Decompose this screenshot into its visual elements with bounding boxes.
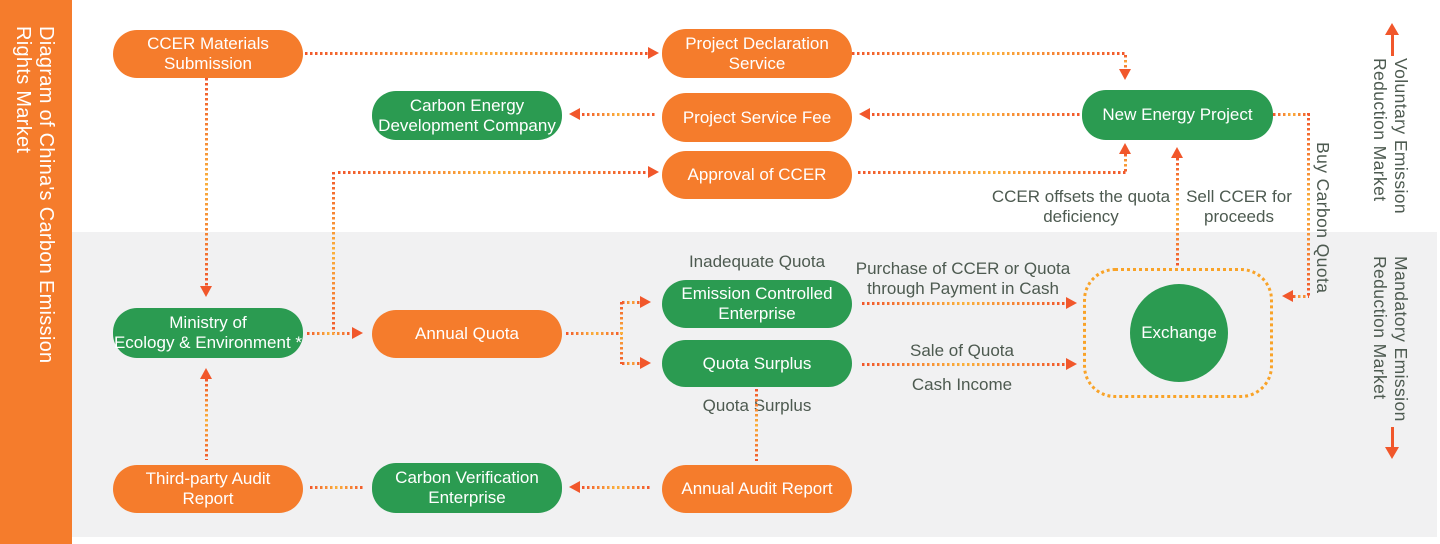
connector-exchange-to-new-energy (1176, 158, 1179, 266)
node-carbon-energy-development-company: Carbon Energy Development Company (372, 91, 562, 140)
arrowhead-buy-into-exchange-icon (1282, 290, 1293, 302)
arrowhead-purchase-into-exchange-icon (1066, 297, 1077, 309)
connector-approval-rise (1124, 154, 1127, 172)
node-project-declaration-service: Project Declaration Service (662, 29, 852, 78)
connector-approval-to-new-energy (858, 171, 1126, 174)
arrowhead-into-carbon-energy-icon (569, 108, 580, 120)
arrowhead-sale-into-exchange-icon (1066, 358, 1077, 370)
node-approval-of-ccer: Approval of CCER (662, 151, 852, 199)
node-annual-quota: Annual Quota (372, 310, 562, 358)
connector-ministry-to-approval (338, 171, 648, 174)
connector-annual-quota-out (566, 332, 622, 335)
connector-ministry-to-annual-quota (307, 332, 352, 335)
label-buy-carbon-quota: Buy Carbon Quota (1313, 142, 1333, 294)
arrowhead-into-approval-icon (648, 166, 659, 178)
voluntary-up-arrow-icon (1385, 23, 1399, 35)
label-purchase: Purchase of CCER or Quota through Paymen… (855, 259, 1071, 298)
node-quota-surplus: Quota Surplus (662, 340, 852, 387)
arrowhead-into-emission-controlled-icon (640, 296, 651, 308)
label-sale-of-quota: Sale of Quota (910, 341, 1014, 360)
arrowhead-into-project-declaration-icon (648, 47, 659, 59)
connector-declaration-drop (1124, 55, 1127, 70)
connector-audit-report-to-verification (582, 486, 650, 489)
voluntary-arrow-stem (1391, 33, 1394, 56)
arrowhead-into-annual-quota-icon (352, 327, 363, 339)
label-quota-surplus: Quota Surplus (702, 396, 812, 415)
node-project-service-fee: Project Service Fee (662, 93, 852, 142)
connector-third-party-to-ministry (205, 379, 208, 460)
label-ccer-offsets: CCER offsets the quota deficiency (991, 187, 1171, 226)
connector-buy-carbon-quota-drop (1307, 113, 1310, 297)
arrowhead-into-service-fee-icon (859, 108, 870, 120)
connector-sale-to-exchange (862, 363, 1066, 366)
label-cash-income: Cash Income (911, 375, 1013, 394)
connector-new-energy-buy-out (1273, 113, 1310, 116)
arrowhead-into-new-energy-bottom-icon (1119, 143, 1131, 154)
node-third-party-audit-report: Third-party Audit Report (113, 465, 303, 513)
arrowhead-into-ministry-bottom-icon (200, 368, 212, 379)
node-ministry-of-ecology: Ministry of Ecology & Environment * (113, 308, 303, 358)
connector-ministry-approval-rise (332, 172, 335, 333)
node-ccer-materials-submission: CCER Materials Submission (113, 30, 303, 78)
connector-ccer-materials-to-declaration (305, 52, 648, 55)
connector-ccer-materials-to-ministry (205, 78, 208, 286)
connector-bracket-to-quota-surplus (622, 362, 640, 365)
diagram-title: Diagram of China's Carbon Emission Right… (12, 26, 57, 364)
node-emission-controlled-enterprise: Emission Controlled Enterprise (662, 280, 852, 328)
arrowhead-into-ministry-top-icon (200, 286, 212, 297)
arrowhead-into-quota-surplus-icon (640, 357, 651, 369)
node-exchange: Exchange (1130, 284, 1228, 382)
connector-bracket-to-emission-controlled (622, 301, 640, 304)
connector-quota-surplus-to-audit-report (755, 389, 758, 461)
connector-verification-to-third-party (310, 486, 364, 489)
title-bar: Diagram of China's Carbon Emission Right… (0, 0, 72, 544)
node-carbon-verification-enterprise: Carbon Verification Enterprise (372, 463, 562, 513)
connector-declaration-to-new-energy (852, 52, 1126, 55)
connector-new-energy-to-service-fee (872, 113, 1082, 116)
connector-purchase-to-exchange (862, 302, 1066, 305)
node-new-energy-project: New Energy Project (1082, 90, 1273, 140)
connector-annual-quota-bracket (620, 302, 623, 364)
connector-service-fee-to-carbon-energy (582, 113, 656, 116)
connector-buy-into-exchange (1293, 295, 1309, 298)
label-voluntary-market: Voluntary Emission Reduction Market (1370, 58, 1411, 215)
node-annual-audit-report: Annual Audit Report (662, 465, 852, 513)
mandatory-down-arrow-icon (1385, 447, 1399, 459)
label-mandatory-market: Mandatory Emission Reduction Market (1370, 256, 1411, 422)
exchange-zone (1083, 268, 1273, 398)
arrowhead-sell-ccer-icon (1171, 147, 1183, 158)
mandatory-arrow-stem (1391, 427, 1394, 448)
label-inadequate-quota: Inadequate Quota (688, 252, 826, 271)
label-sell-ccer: Sell CCER for proceeds (1186, 187, 1292, 226)
arrowhead-into-verification-icon (569, 481, 580, 493)
arrowhead-into-new-energy-top-icon (1119, 69, 1131, 80)
